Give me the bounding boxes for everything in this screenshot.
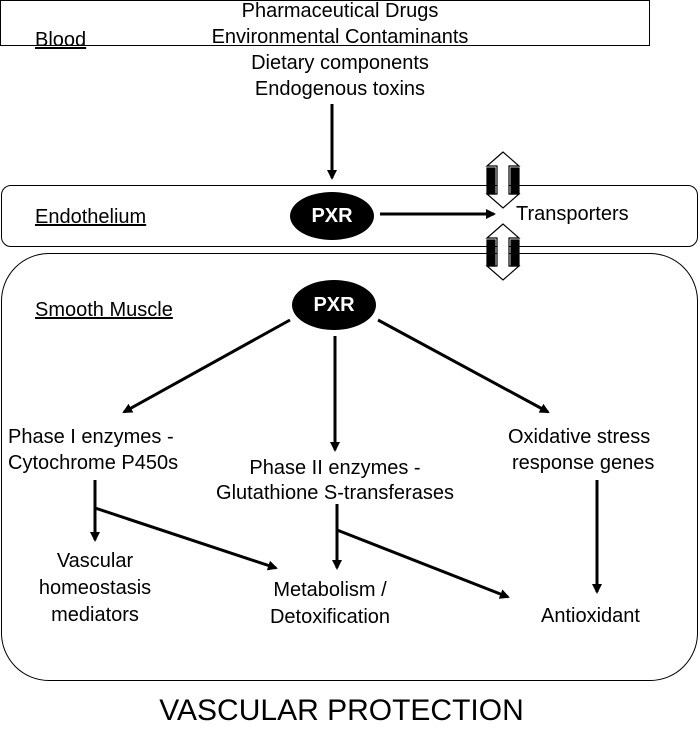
- arrow-phase1-to-metabolism: [94, 506, 278, 571]
- phase2-line2: Glutathione S-transferases: [216, 482, 454, 504]
- arrow-phase2-to-antioxidant: [336, 528, 510, 599]
- input-dietary-components: Dietary components: [251, 52, 429, 74]
- vascular-protection-box: [0, 0, 650, 46]
- transporter-channel-upper: [485, 151, 521, 209]
- transporter-channel-lower: [485, 223, 521, 281]
- arrow-pxr-to-phase1: [122, 318, 291, 414]
- phase2-line1: Phase II enzymes -: [249, 457, 421, 479]
- input-environmental-contaminants: Environmental Contaminants: [211, 26, 469, 48]
- endothelium-compartment: [1, 185, 698, 247]
- vascular-protection-label: VASCULAR PROTECTION: [159, 694, 524, 727]
- mediators-line3: mediators: [51, 604, 139, 626]
- input-pharmaceutical-drugs: Pharmaceutical Drugs: [241, 0, 439, 22]
- mediators-line1: Vascular: [56, 550, 134, 572]
- metabolism-line2: Detoxification: [269, 606, 391, 628]
- metabolism-line1: Metabolism /: [273, 579, 387, 601]
- antioxidant-label: Antioxidant: [541, 605, 640, 627]
- smooth-muscle-compartment: [1, 253, 698, 681]
- smooth-muscle-label: Smooth Muscle: [35, 299, 173, 321]
- phase1-line2: Cytochrome P450s: [8, 452, 179, 474]
- endothelium-label: Endothelium: [35, 206, 147, 228]
- blood-label: Blood: [35, 29, 87, 51]
- pxr-smooth-muscle-node: PXR: [292, 280, 376, 330]
- transporters-label: Transporters: [516, 203, 629, 225]
- mediators-line2: homeostasis: [38, 577, 152, 599]
- pxr-endothelium-node: PXR: [290, 192, 374, 240]
- input-endogenous-toxins: Endogenous toxins: [254, 78, 426, 100]
- phase1-line1: Phase I enzymes -: [8, 426, 174, 448]
- oxidative-line2: response genes: [512, 452, 655, 474]
- arrow-pxr-to-oxidative: [377, 318, 550, 414]
- oxidative-line1: Oxidative stress: [508, 426, 651, 448]
